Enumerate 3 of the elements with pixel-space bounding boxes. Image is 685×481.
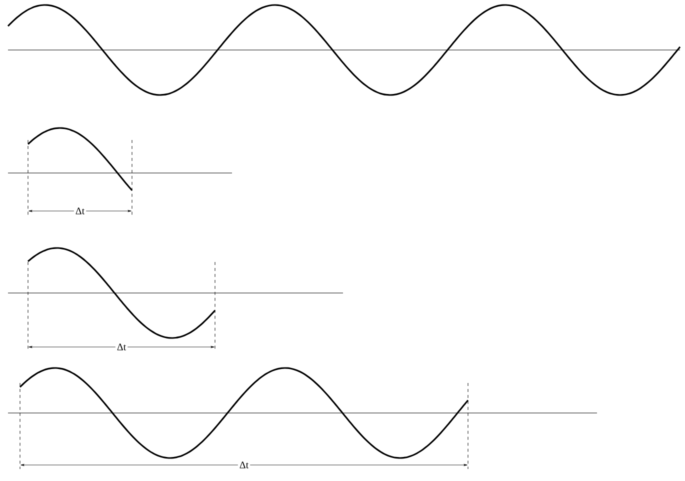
dimension-label: Δt xyxy=(115,342,128,352)
dimension-label: Δt xyxy=(74,206,86,216)
dimension-label: Δt xyxy=(238,460,250,470)
